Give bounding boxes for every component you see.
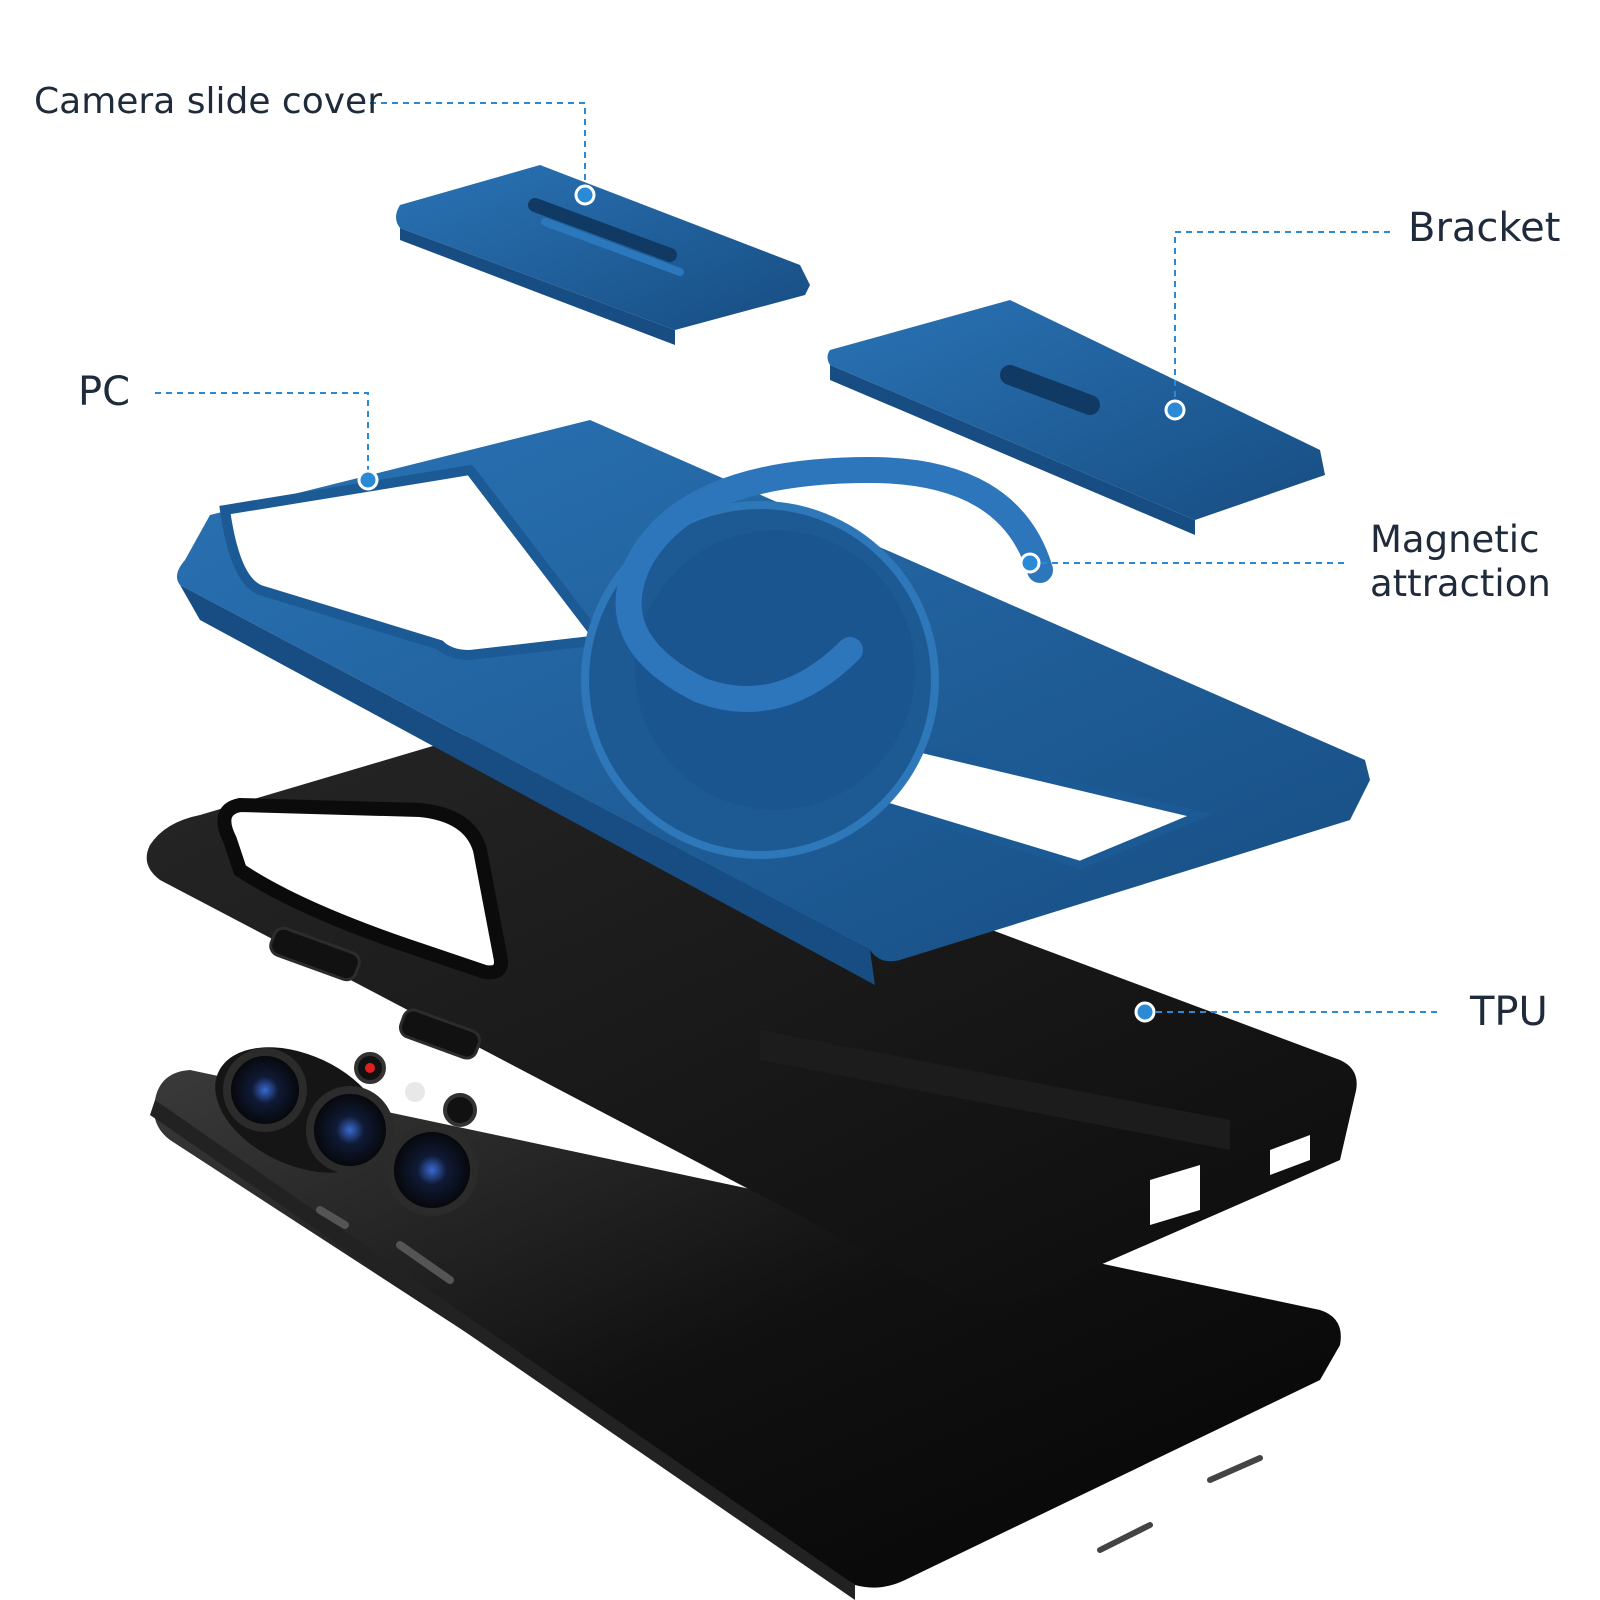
label-camera-slide-cover: Camera slide cover [34,81,382,122]
callout-dots [357,184,1186,1023]
dot-bracket [1164,399,1186,421]
label-magnetic-line2: attraction [1370,562,1551,606]
camera-flash [405,1082,425,1102]
label-magnetic-line1: Magnetic [1370,518,1540,561]
leader-camera-slide-cover [370,102,586,195]
camera-red-dot [365,1063,375,1073]
dot-tpu [1134,1001,1156,1023]
leader-bracket [1174,231,1390,410]
camera-lens-3 [386,1124,478,1216]
phone [150,1047,1341,1600]
phone-camera-module [215,1047,478,1216]
label-bracket: Bracket [1408,205,1561,251]
camera-sensor-small-2 [443,1093,477,1127]
camera-lens-2 [306,1086,394,1174]
magnetic-ring [615,456,1053,712]
label-tpu: TPU [1470,989,1548,1035]
label-pc: PC [78,369,131,415]
tpu-case [146,735,1357,1306]
dot-pc [357,469,379,491]
leader-lines [155,102,1440,1013]
dot-camera-slide-cover [574,184,596,206]
leader-pc [155,392,369,478]
camera-lens-1 [223,1048,307,1132]
label-magnetic-attraction: Magnetic attraction [1370,518,1551,607]
camera-slide-cover [396,165,810,345]
dot-magnetic-attraction [1019,552,1041,574]
bracket [827,300,1325,535]
